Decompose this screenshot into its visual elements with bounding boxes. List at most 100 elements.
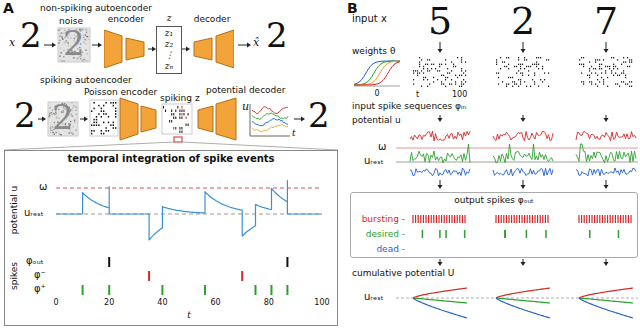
spike-dot [105, 130, 106, 132]
noise-speck [86, 32, 87, 33]
spike-dot [518, 57, 519, 58]
spike-dot [589, 81, 590, 82]
label: φ⁻ [34, 269, 46, 281]
burst-spike [514, 215, 515, 223]
noise-speck [48, 116, 49, 117]
spike-tick [163, 106, 164, 109]
noise-speck [49, 115, 50, 116]
membrane-trace [56, 181, 322, 240]
desired-spike [618, 230, 620, 238]
noise-speck [75, 120, 76, 121]
spike-dot [93, 102, 94, 104]
rest-line [396, 298, 638, 299]
potential-trace [410, 144, 470, 163]
noise-speck [88, 39, 89, 40]
flow-arrow [92, 45, 99, 46]
spike-dot [623, 81, 624, 82]
spike-dot [113, 124, 114, 126]
label: 5 [428, 2, 452, 40]
burst-spike [521, 215, 522, 223]
arrow-head [438, 185, 443, 189]
spike-dot [603, 59, 604, 60]
label: 0 [53, 298, 58, 308]
noise-speck [74, 133, 75, 134]
noise-speck [49, 113, 50, 114]
spike-dot [589, 70, 590, 71]
spike-dot [528, 66, 529, 67]
spike-dot [110, 124, 111, 126]
spike-dot [429, 83, 430, 84]
spike-dot [631, 86, 632, 87]
spike-dot [455, 66, 456, 67]
spike-dot [536, 64, 537, 65]
noise-speck [85, 39, 86, 40]
cumulative-trace [413, 298, 467, 318]
noise-speck [75, 106, 76, 107]
spike-tick [186, 117, 187, 120]
desired-spike [464, 230, 466, 238]
spike-dot [595, 59, 596, 60]
spike-dot [508, 77, 509, 78]
cumulative-trace [579, 288, 633, 298]
spike-dot [113, 127, 114, 129]
spike-dot [599, 66, 600, 67]
arrow-head [521, 49, 526, 53]
spike-dot [103, 113, 104, 115]
panel-title: output spikes φₒᵤₜ [454, 195, 533, 206]
spike-dot [417, 72, 418, 73]
spike-dot [526, 66, 527, 67]
spike-dot [433, 77, 434, 78]
spike-dot [115, 127, 116, 129]
spike-dot [429, 70, 430, 71]
spike-dot [611, 57, 612, 58]
spike-dot [579, 59, 580, 60]
spike-dot [465, 70, 466, 71]
spike-dot [413, 72, 414, 73]
spike-dot [627, 57, 628, 58]
spike-dot [453, 64, 454, 65]
spike-dot [459, 86, 460, 87]
spike-dot [544, 79, 545, 80]
burst-spike [540, 215, 541, 223]
spike-tick [181, 131, 182, 134]
spike-tick [179, 127, 180, 130]
spike-dot [512, 81, 513, 82]
noise-speck [85, 29, 86, 30]
spike-tick [171, 120, 172, 123]
spike-tick [179, 110, 180, 113]
layer-slab [216, 30, 234, 68]
noise-speck [50, 123, 51, 124]
spike-dot [425, 77, 426, 78]
spike-dot [427, 59, 428, 60]
spike-dot [101, 133, 102, 135]
spike-tick [179, 117, 180, 120]
noise-speck [59, 42, 60, 43]
spike-dot [504, 66, 505, 67]
label: ω [378, 141, 386, 153]
spike-dot [105, 102, 106, 104]
noise-speck [86, 30, 87, 31]
desired-spike [504, 230, 506, 238]
spike-dot [583, 83, 584, 84]
rest-line [56, 214, 322, 215]
potential-trace [252, 107, 288, 114]
row-label: desired - [366, 229, 405, 240]
spike-dot [597, 79, 598, 80]
arrow-head [438, 118, 443, 122]
label: uᵣₑₛₜ [364, 291, 384, 303]
spike-dot [518, 64, 519, 65]
flow-arrow [238, 45, 248, 46]
spike-dot [607, 86, 608, 87]
burst-spike [433, 215, 434, 223]
spike-dot [579, 64, 580, 65]
spike-dot [433, 64, 434, 65]
label: Poisson encoder [84, 87, 157, 98]
spike-dot [623, 61, 624, 62]
noise-speck [50, 126, 51, 127]
spike-dot [437, 79, 438, 80]
spiking-z-raster [162, 104, 192, 134]
label: 2 [52, 100, 74, 134]
poisson-raster [90, 100, 118, 136]
burst-spike [519, 215, 520, 223]
